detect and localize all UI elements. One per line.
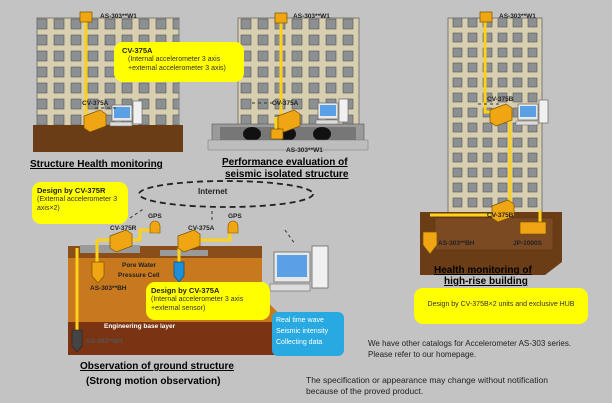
callout-left-header: Design by CV-375R: [37, 186, 106, 195]
note-spec-1: The specification or appearance may chan…: [306, 375, 548, 385]
label-engineering-base: Engineering base layer: [104, 323, 176, 330]
computer-icon: [515, 99, 549, 126]
device-cv375a-3: [177, 229, 201, 253]
device-cv375r: [109, 229, 133, 253]
callout-left-line2: axis×2): [37, 205, 60, 212]
device-cv375b-2: [491, 199, 515, 223]
caption-ground-2: (Strong motion observation): [86, 376, 221, 387]
callout-right-text: Design by CV-375B×2 units and exclusive …: [427, 301, 575, 308]
callout-right: Design by CV-375B×2 units and exclusive …: [414, 288, 588, 324]
info-line-1: Real time wave: [276, 317, 324, 324]
label-jp1000s: JP-1000S: [513, 240, 542, 247]
sensor-w1-1: [79, 11, 93, 23]
sensor-w1-3: [479, 11, 493, 23]
note-catalog-2: Please refer to our homepage.: [368, 350, 477, 359]
label-cv375b-2: CV-375B: [487, 212, 514, 219]
label-cv375a-3: CV-375A: [188, 225, 215, 232]
label-cv375a-2: CV-375A: [272, 100, 299, 107]
computer-icon: [269, 245, 329, 292]
label-internet: Internet: [198, 187, 228, 196]
label-cv375r: CV-375R: [110, 225, 137, 232]
label-gps-2: GPS: [228, 213, 242, 220]
label-w1-2: AS-303**W1: [293, 13, 330, 20]
data-info-box: [272, 312, 344, 356]
callout-mid-line1: (Internal accelerometer 3 axis: [151, 296, 244, 303]
note-catalog-1: We have other catalogs for Accelerometer…: [368, 339, 572, 348]
label-gps-1: GPS: [148, 213, 162, 220]
caption-perf-2: seismic isolated structure: [225, 169, 349, 180]
info-box-text: Real time wave Seismic intensity Collect…: [276, 315, 328, 348]
sensor-w1-4: [270, 128, 284, 140]
label-w1-1: AS-303**W1: [100, 13, 137, 20]
callout-top-line2: +external accelerometer 3 axis): [128, 65, 226, 72]
callout-top-line1: (Internal accelerometer 3 axis: [128, 56, 221, 63]
caption-perf-1: Performance evaluation of: [222, 157, 348, 168]
building-high-rise: [420, 17, 562, 275]
label-w1-3: AS-303**W1: [499, 13, 536, 20]
callout-left-line1: (External accelerometer 3: [37, 196, 118, 203]
device-cv375b-1: [489, 103, 513, 127]
label-bh-2: AS-303**BH: [90, 285, 127, 292]
caption-ground-1: Observation of ground structure: [80, 361, 234, 372]
sensor-borehole: [71, 231, 438, 353]
info-line-3: Collecting data: [276, 339, 323, 346]
device-cv375a-1: [83, 109, 107, 133]
label-pore-water: Pore Water: [122, 262, 157, 269]
device-cv375a-2: [277, 109, 301, 133]
caption-structure-health: Structure Health monitoring: [30, 159, 163, 170]
label-pressure-cell: Pressure Cell: [118, 272, 160, 279]
sensor-w1-2: [274, 12, 288, 24]
callout-mid: Design by CV-375A (Internal acceleromete…: [146, 282, 270, 320]
caption-highrise-1: Health monitoring of: [434, 265, 532, 276]
device-jp1000s: [519, 221, 547, 235]
note-spec-2: because of the proved product.: [306, 386, 424, 396]
callout-mid-header: Design by CV-375A: [151, 286, 220, 295]
computer-icon: [315, 98, 349, 125]
caption-highrise-2: high-rise building: [444, 276, 528, 287]
computer-icon: [109, 100, 143, 127]
callout-top-header: CV-375A: [122, 46, 153, 55]
callout-left: Design by CV-375R (External acceleromete…: [32, 182, 128, 224]
gps-icon: [149, 220, 239, 234]
label-cv375b-1: CV-375B: [487, 96, 514, 103]
isolator: [313, 127, 331, 141]
isolator: [243, 127, 261, 141]
callout-top: CV-375A (Internal accelerometer 3 axis +…: [114, 42, 244, 82]
internet-cloud: [95, 102, 500, 245]
building-structure-health: [33, 17, 183, 152]
info-line-2: Seismic intensity: [276, 328, 329, 335]
ground-block: [33, 125, 183, 152]
callout-mid-line2: +external sensor): [151, 305, 206, 312]
label-w1-4: AS-303**W1: [286, 147, 323, 154]
label-bh-3: AS-303**BH: [86, 338, 123, 345]
label-bh-1: AS-303**BH: [438, 240, 475, 247]
ground-cross-section: [68, 245, 285, 355]
label-cv375a-1: CV-375A: [82, 100, 109, 107]
